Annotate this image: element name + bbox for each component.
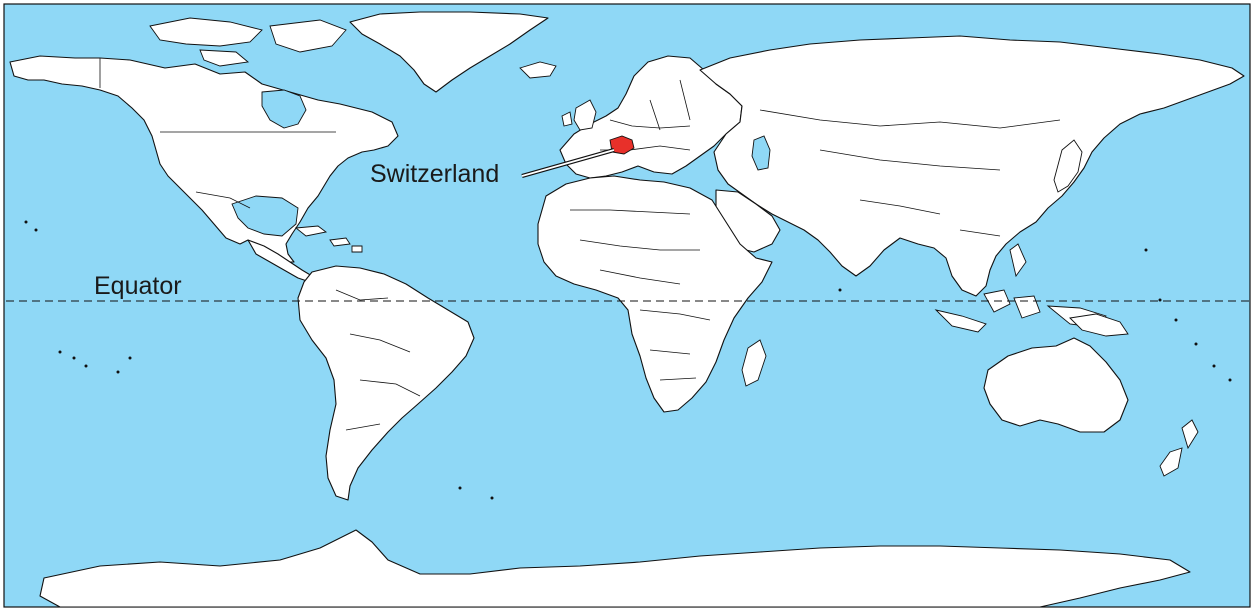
hudson-bay — [261, 89, 307, 129]
iceland — [519, 61, 557, 79]
pacific-island-dots — [24, 220, 1232, 500]
greenland — [349, 11, 549, 93]
japan — [1053, 139, 1083, 193]
new-guinea — [1069, 313, 1129, 337]
australia — [983, 337, 1129, 433]
british-isles — [561, 99, 597, 131]
southeast-asia-islands — [934, 243, 1107, 333]
europe-borders — [600, 79, 691, 151]
caspian-sea — [751, 135, 771, 171]
south-america-borders — [335, 289, 421, 431]
caribbean-islands — [294, 225, 363, 253]
africa-borders — [570, 209, 711, 381]
madagascar — [741, 339, 767, 387]
switzerland-label: Switzerland — [370, 160, 499, 188]
switzerland-leader-line-inner — [521, 149, 615, 177]
antarctica — [39, 529, 1191, 608]
equator-label: Equator — [94, 272, 182, 300]
africa — [537, 175, 773, 413]
new-zealand — [1159, 419, 1199, 477]
gulf-of-mexico — [231, 195, 299, 237]
asia-borders — [759, 109, 1061, 237]
north-america-borders — [99, 58, 336, 209]
arctic-islands — [149, 17, 347, 67]
